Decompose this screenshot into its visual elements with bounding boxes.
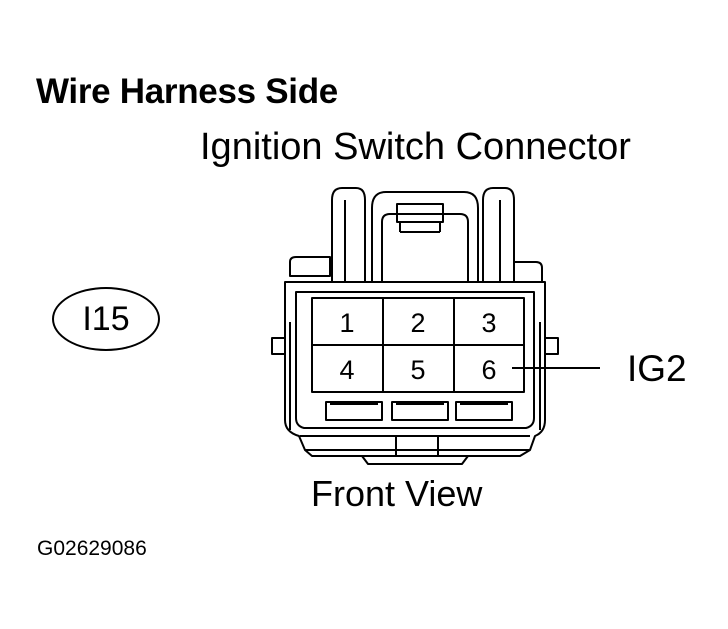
lower-slot-left	[325, 401, 383, 421]
right-shoulder	[513, 261, 543, 282]
left-side-ear	[271, 337, 285, 355]
pin-5-label: 5	[410, 355, 425, 385]
diagram-heading: Wire Harness Side	[36, 72, 338, 111]
lower-slot-middle	[391, 401, 449, 421]
pin-1-label: 1	[339, 308, 354, 338]
view-label: Front View	[311, 473, 483, 514]
connector-code-label: I15	[82, 300, 130, 338]
pin-4-label: 4	[339, 355, 354, 385]
pin-6-label: 6	[481, 355, 496, 385]
center-lock-tab	[371, 191, 479, 282]
connector-housing-inner	[295, 291, 535, 429]
right-side-ear	[545, 337, 559, 355]
pin-3-label: 3	[481, 308, 496, 338]
lower-slot-right	[455, 401, 513, 421]
figure-code: G02629086	[37, 537, 147, 560]
left-latch-post	[331, 187, 366, 282]
connector-housing-outline	[289, 256, 331, 277]
ig2-signal-label: IG2	[627, 348, 687, 389]
connector-code-badge: I15	[52, 287, 160, 351]
right-latch-post	[482, 187, 515, 282]
pin-2-label: 2	[410, 308, 425, 338]
connector-title: Ignition Switch Connector	[200, 126, 631, 168]
